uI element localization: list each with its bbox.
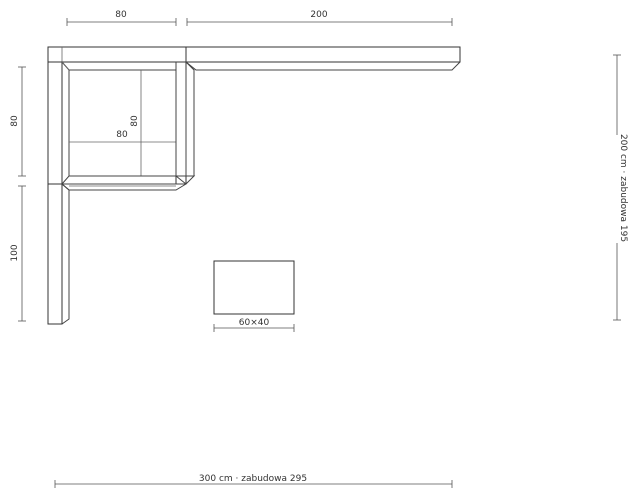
dimension-top-left: 80 — [66, 10, 177, 26]
inner-height-label: 80 — [130, 115, 140, 127]
dimension-right-total: 200 cm · zabudowa 195 — [612, 54, 628, 321]
furniture-left-panel-upper — [47, 61, 70, 185]
furniture-middle-post — [175, 61, 195, 185]
table-size-label: 60×40 — [239, 318, 270, 328]
dimension-top-right: 200 — [186, 10, 453, 26]
dimension-bottom-total: 300 cm · zabudowa 295 — [54, 471, 453, 488]
inner-width-label: 80 — [116, 130, 128, 140]
dimension-label-right-total: 200 cm · zabudowa 195 — [618, 134, 628, 242]
dimension-label-bottom-total: 300 cm · zabudowa 295 — [199, 474, 307, 484]
furniture-left-panel-lower — [47, 183, 70, 325]
table-60x40: 60×40 — [213, 260, 295, 332]
dimension-label-top-left: 80 — [115, 10, 127, 20]
dimension-left-upper: 80 — [10, 66, 26, 177]
dimension-label-left-lower: 100 — [10, 244, 20, 261]
dimension-label-left-upper: 80 — [10, 115, 20, 127]
dimension-label-top-right: 200 — [310, 10, 327, 20]
furniture-top-rail — [47, 46, 461, 71]
dimension-left-lower: 100 — [10, 185, 26, 322]
furniture-inner-shelf: 80 80 — [69, 70, 176, 176]
furniture-middle-rail — [47, 175, 196, 193]
